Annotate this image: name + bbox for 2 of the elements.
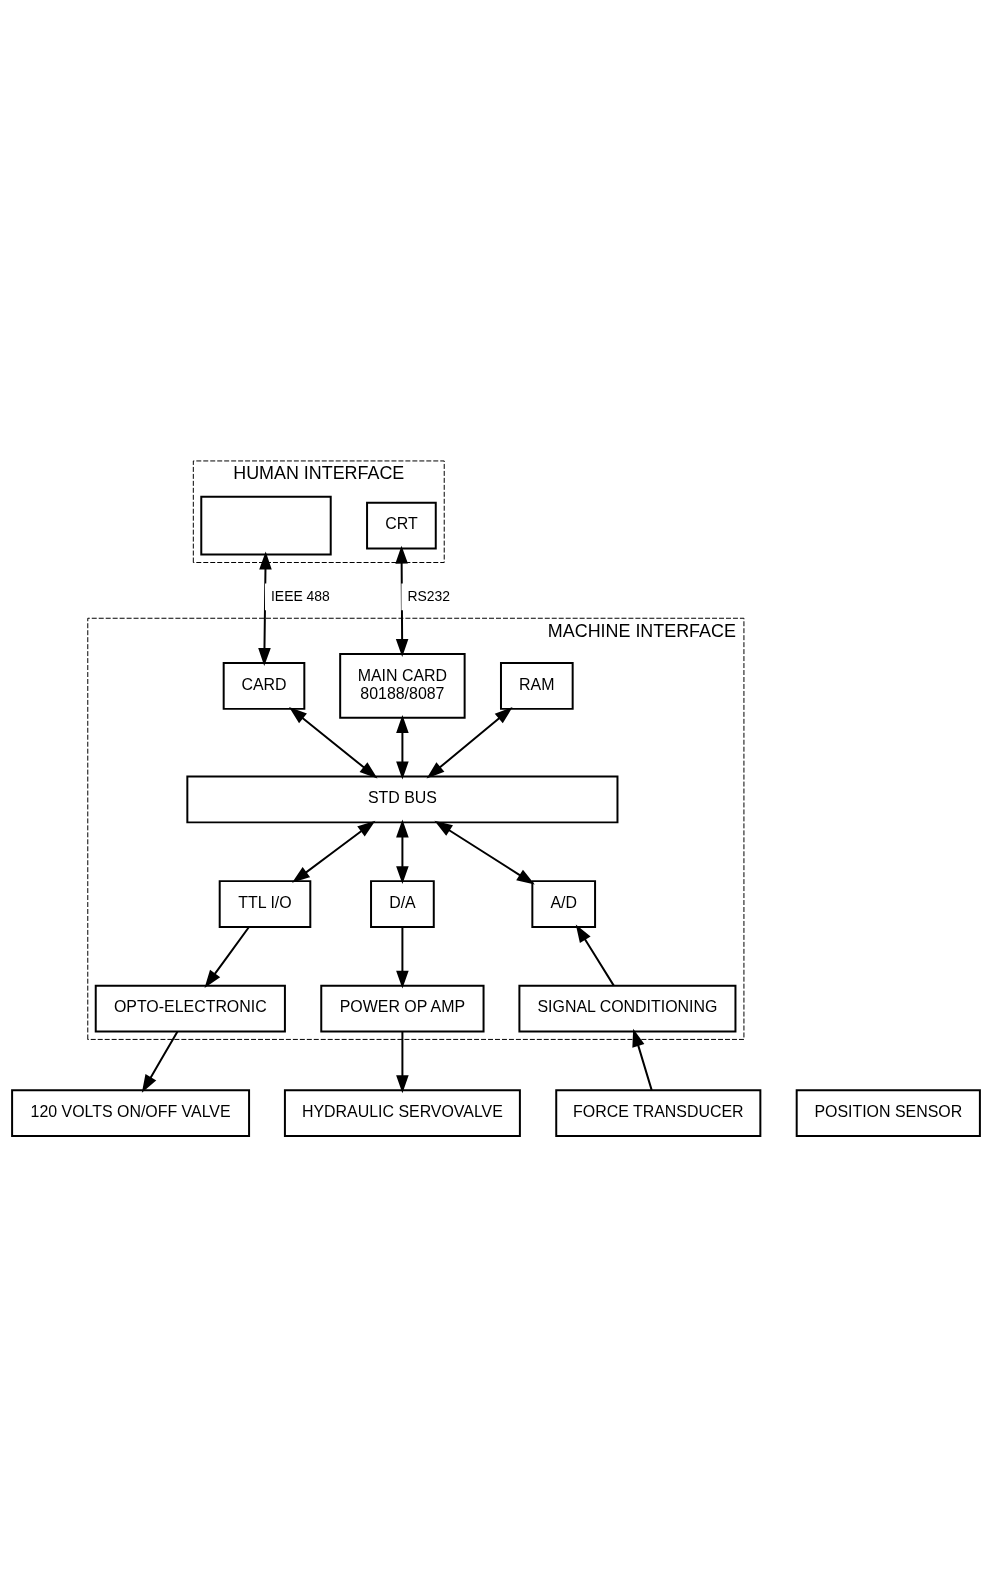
edge-label: IEEE 488 [270,588,330,605]
edge-label: RS232 [407,588,450,605]
